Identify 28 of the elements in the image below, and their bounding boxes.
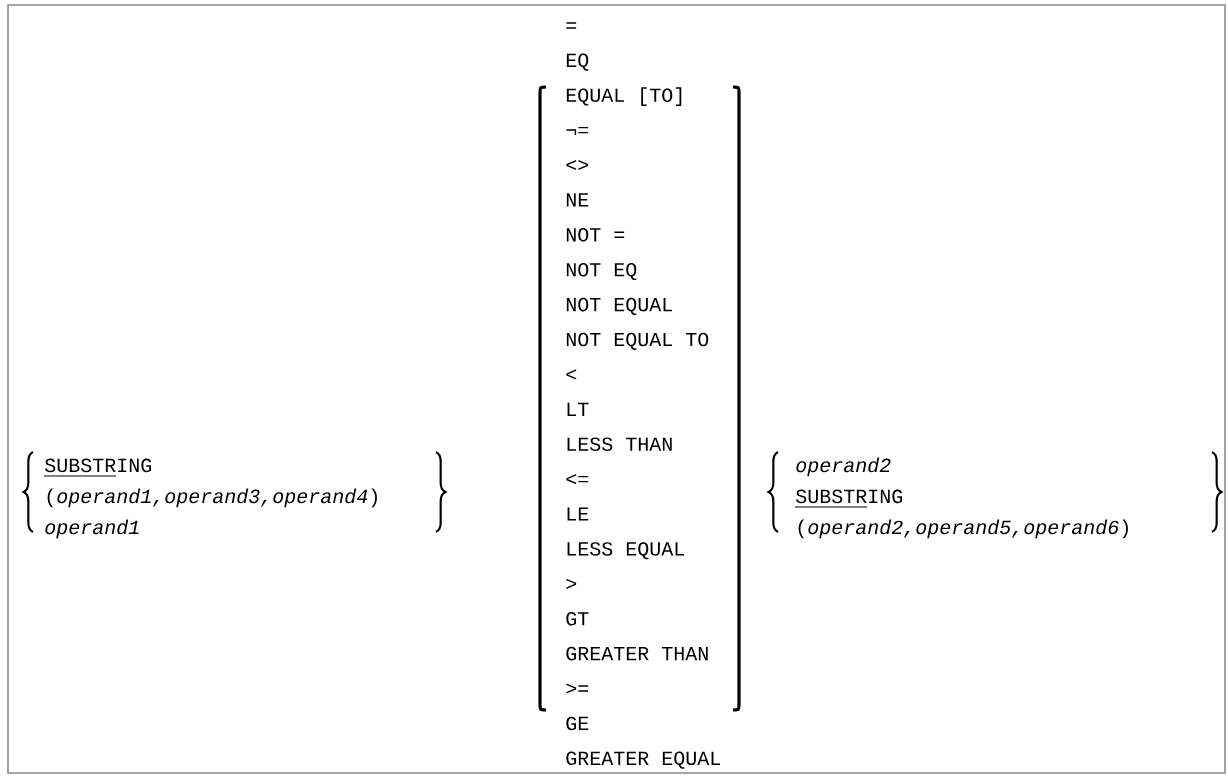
syntax-term: NOT = <box>566 228 625 242</box>
syntax-term: >= <box>566 683 589 694</box>
syntax-term: GREATER EQUAL <box>566 751 720 769</box>
syntax-term: <> <box>566 159 589 171</box>
syntax-term: < <box>566 369 577 380</box>
syntax-term: SUBSTRING <box>794 489 903 508</box>
syntax-term: (operand1,operand3,operand4) <box>47 488 377 508</box>
syntax-term: ¬= <box>566 126 589 135</box>
syntax-term: LT <box>567 402 589 416</box>
syntax-term: NE <box>566 193 589 207</box>
syntax-term: NOT EQUAL <box>566 297 672 315</box>
syntax-term: NOT EQUAL TO <box>566 332 709 350</box>
syntax-term: operand2 <box>796 457 891 477</box>
syntax-term: LESS EQUAL <box>567 542 684 560</box>
syntax-term: operand1 <box>45 519 139 539</box>
syntax-term: EQUAL [TO] <box>566 87 682 106</box>
syntax-term: EQ <box>566 53 589 71</box>
syntax-term: GT <box>566 611 589 626</box>
syntax-term: GREATER THAN <box>566 646 708 661</box>
syntax-term: <= <box>566 474 589 485</box>
syntax-term: (operand2,operand5,operand6) <box>798 519 1128 539</box>
syntax-term: GE <box>566 716 589 731</box>
syntax-term: > <box>566 578 577 589</box>
syntax-term: NOT EQ <box>566 262 637 281</box>
syntax-term: SUBSTRING <box>43 458 152 477</box>
syntax-term: = <box>566 22 577 29</box>
syntax-term: LE <box>567 507 589 521</box>
syntax-term: LESS THAN <box>567 437 672 451</box>
